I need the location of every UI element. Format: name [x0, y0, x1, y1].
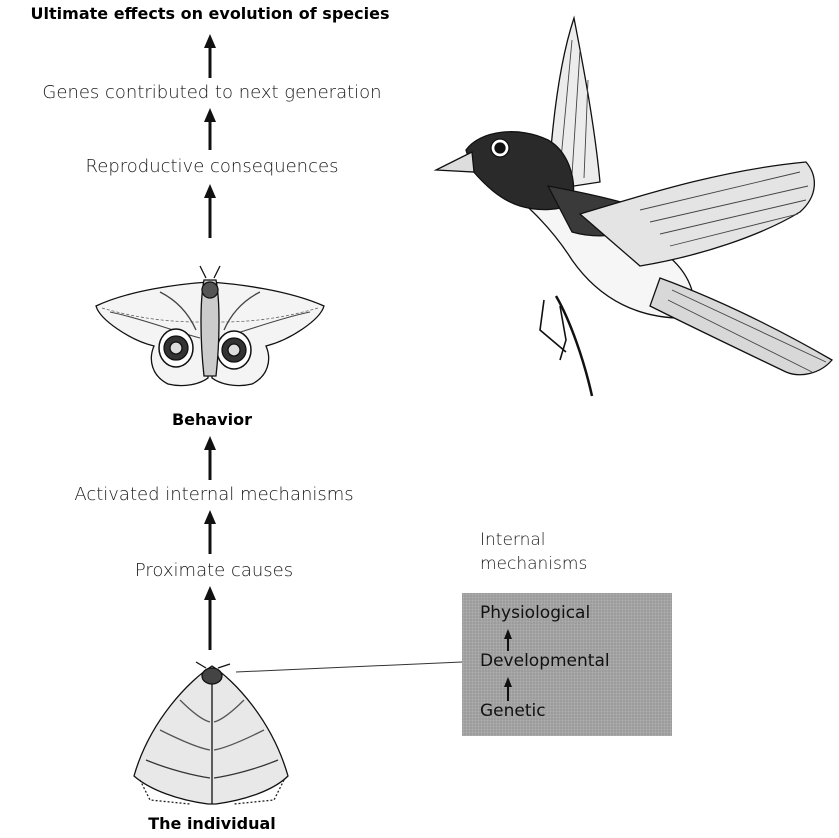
arrow-genetic-to-developmental — [504, 677, 512, 701]
moth-spread-wings — [96, 266, 324, 386]
arrow-ultimate — [204, 34, 216, 78]
moth-folded-wings — [134, 662, 288, 804]
internal-mechanisms-box: Physiological Developmental Genetic — [462, 593, 672, 736]
internal-mechanisms-heading: Internal mechanisms — [480, 528, 587, 576]
label-ultimate-effects: Ultimate effects on evolution of species — [31, 4, 390, 23]
arrow-developmental-to-physiological — [504, 629, 512, 651]
label-behavior: Behavior — [172, 410, 252, 429]
arrow-proximate — [204, 586, 216, 650]
label-reproductive-consequences: Reproductive consequences — [86, 156, 339, 177]
arrow-reproductive — [204, 184, 216, 238]
label-genes-contributed: Genes contributed to next generation — [42, 82, 381, 103]
internal-mechanisms-line1: Internal — [480, 528, 587, 552]
arrow-activated — [204, 510, 216, 554]
box-arrows — [462, 593, 672, 736]
label-the-individual: The individual — [148, 814, 276, 833]
label-proximate-causes: Proximate causes — [135, 560, 293, 581]
label-activated-mechanisms: Activated internal mechanisms — [74, 484, 353, 505]
arrow-behavior — [204, 436, 216, 480]
bird-illustration — [436, 18, 832, 396]
arrow-genes — [204, 108, 216, 150]
connector-line — [236, 662, 462, 672]
internal-mechanisms-line2: mechanisms — [480, 552, 587, 576]
